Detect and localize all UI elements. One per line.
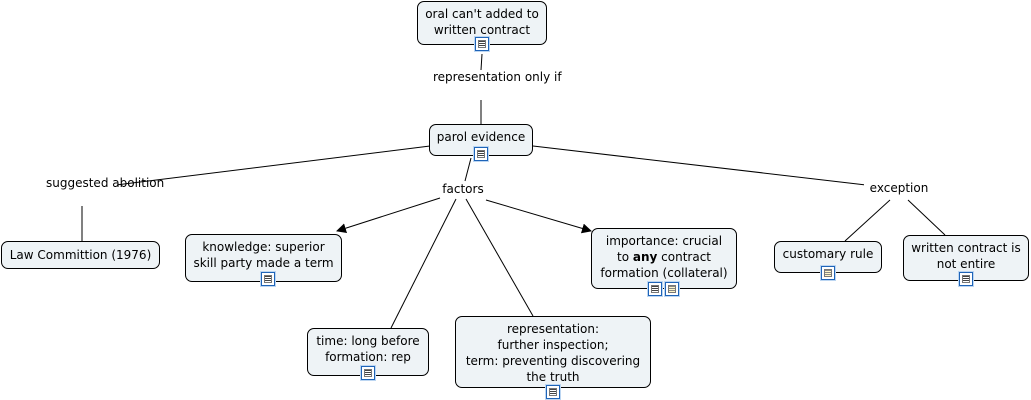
link-label-line: factors	[442, 182, 484, 196]
resource-icons	[314, 366, 422, 380]
document-list-icon[interactable]	[260, 272, 275, 286]
concept-knowledge[interactable]: knowledge: superior skill party made a t…	[185, 234, 342, 286]
link-label-line: only if	[524, 70, 562, 84]
concept-text: importance: crucial	[605, 234, 723, 248]
document-list-icon[interactable]	[474, 147, 488, 161]
resource-icons	[200, 272, 335, 286]
link-label-suggested-abolition: suggested abolition	[46, 176, 164, 191]
document-list-icon[interactable]	[475, 37, 489, 51]
link-factors-to-representation	[465, 198, 534, 317]
concept-text-part: to	[617, 250, 633, 264]
concept-text: written contract is	[911, 241, 1021, 255]
link-label-line: exception	[869, 181, 929, 195]
concept-time[interactable]: time: long before formation: rep	[307, 328, 429, 380]
concept-text: knowledge: superior	[202, 240, 325, 254]
link-parol-to-factors	[464, 157, 472, 182]
link-label-line: abolition	[112, 176, 165, 190]
concept-importance[interactable]: importance: crucial to any contract form…	[591, 228, 737, 296]
document-list-icon[interactable]	[647, 282, 662, 296]
resource-icons	[462, 385, 644, 399]
link-label-line: suggested	[46, 176, 109, 190]
document-list-icon[interactable]	[361, 366, 375, 380]
concept-text: Law Committion (1976)	[9, 248, 152, 262]
resource-icons	[596, 282, 730, 296]
link-factors-to-time	[390, 198, 457, 329]
concept-text: further inspection;	[497, 338, 609, 352]
resource-icons	[781, 266, 875, 280]
concept-text-part: contract	[657, 250, 711, 264]
link-oral-to-label	[480, 53, 483, 71]
arrow-to-knowledge	[336, 197, 441, 234]
concept-parol-evidence[interactable]: parol evidence	[429, 124, 533, 161]
document-page-icon[interactable]	[821, 266, 835, 280]
link-label-factors: factors	[436, 182, 490, 197]
concept-text-emphasis: any	[632, 250, 658, 264]
document-list-icon[interactable]	[546, 385, 560, 399]
resource-icons	[436, 147, 526, 161]
concept-text: time: long before	[316, 334, 420, 348]
concept-written-contract[interactable]: written contract is not entire	[903, 235, 1029, 286]
link-exception-to-written	[907, 199, 946, 236]
link-parol-to-suggested	[115, 145, 431, 186]
document-page-icon[interactable]	[664, 282, 679, 296]
concept-customary-rule[interactable]: customary rule	[774, 241, 882, 280]
concept-text: representation:	[506, 322, 600, 336]
concept-representation[interactable]: representation: further inspection; term…	[455, 316, 651, 399]
concept-text: formation: rep	[325, 350, 411, 364]
concept-text: customary rule	[782, 247, 874, 261]
link-label-line: representation	[433, 70, 522, 84]
concept-text: formation (collateral)	[600, 266, 728, 280]
concept-text: term: preventing discovering	[465, 354, 641, 368]
link-label-representation-only-if: representation only if	[433, 70, 562, 85]
resource-icons	[910, 272, 1022, 286]
arrow-to-importance	[485, 199, 592, 234]
concept-text: not entire	[936, 257, 996, 271]
concept-text: parol evidence	[436, 130, 526, 144]
concept-law-committion[interactable]: Law Committion (1976)	[1, 241, 160, 269]
link-label-exception: exception	[864, 181, 934, 196]
concept-text: skill party made a term	[193, 256, 334, 270]
concept-text: oral can't added to	[425, 7, 539, 21]
link-parol-to-exception	[532, 145, 867, 186]
link-exception-to-customary	[844, 199, 891, 242]
document-list-icon[interactable]	[959, 272, 973, 286]
resource-icons	[424, 37, 540, 51]
concept-text: written contract	[433, 23, 531, 37]
concept-oral-cant-added[interactable]: oral can't added to written contract	[417, 1, 547, 51]
concept-text: the truth	[526, 370, 580, 384]
concept-text: to any contract	[598, 249, 730, 265]
